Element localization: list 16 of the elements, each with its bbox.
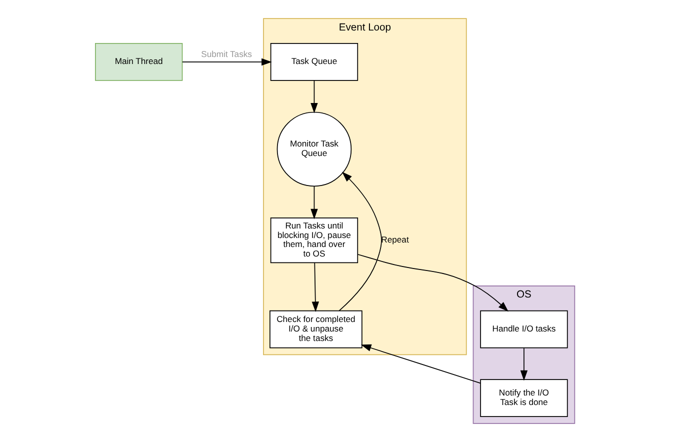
edge-label: Submit Tasks [201,48,252,59]
arrow [357,254,508,312]
arrow [310,186,318,220]
arrow [312,262,320,312]
node-box: Handle I/O tasks [480,310,568,348]
node-box: Notify the I/O Task is done [480,379,568,417]
node-box: Run Tasks until blocking I/O, pause them, hand over to OS [270,218,358,264]
node-box: Task Queue [270,43,358,81]
arrow [520,348,528,381]
edge-label: Repeat [381,234,409,244]
node-box: Check for completed I/O & unpause the tasks [270,310,362,348]
arrow [338,172,382,312]
arrow [360,344,481,384]
arrow [182,58,272,66]
node-box: Main Thread [95,43,183,81]
arrow [310,80,318,114]
